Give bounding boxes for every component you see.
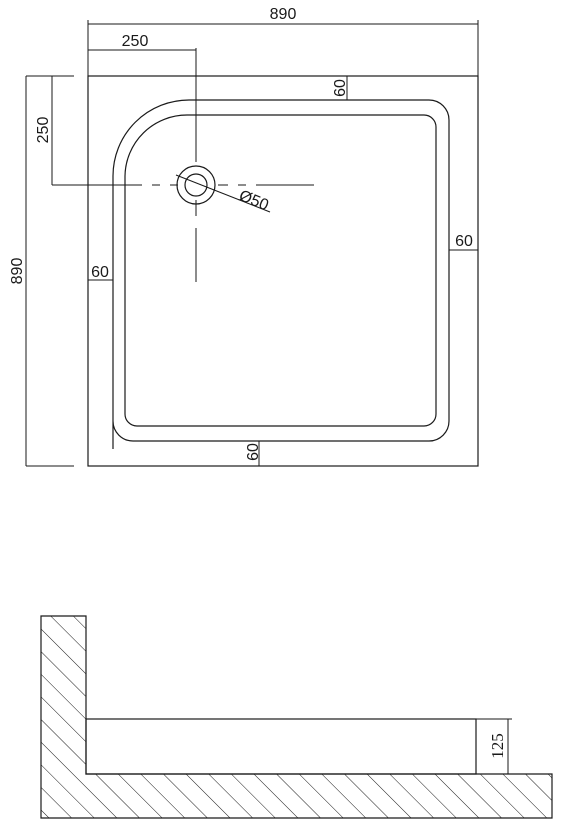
depth-dimension-label: 890 <box>9 258 26 285</box>
basin-inner-edge <box>124 114 437 427</box>
drain-centre-lines <box>52 48 314 282</box>
wall-and-floor-section <box>40 615 553 819</box>
basin-outer-edge <box>112 99 450 449</box>
rim-bottom-label: 60 <box>245 443 262 461</box>
rim-top-dimension: 60 <box>332 76 349 100</box>
rim-left-dimension: 60 <box>88 264 113 281</box>
drain-offset-y-dimension: 250 <box>35 76 53 185</box>
drain-outer-ring <box>176 165 216 205</box>
tray-section <box>85 718 477 775</box>
tray-height-dimension: 125 <box>476 718 512 774</box>
width-dimension: 890 <box>87 6 479 76</box>
rim-right-label: 60 <box>455 233 473 250</box>
drain-diameter-leader <box>175 174 271 213</box>
drain-offset-y-label: 250 <box>35 117 52 144</box>
rim-left-label: 60 <box>91 264 109 281</box>
rim-top-label: 60 <box>332 79 349 97</box>
section-view: 125 <box>40 615 553 819</box>
depth-dimension: 890 <box>9 75 74 467</box>
drain-diameter-label: Ø50 <box>236 187 271 214</box>
drain-offset-x-dimension: 250 <box>88 33 196 51</box>
width-dimension-label: 890 <box>270 6 297 23</box>
drain-offset-x-label: 250 <box>122 33 149 50</box>
rim-bottom-dimension: 60 <box>245 441 262 466</box>
rim-right-dimension: 60 <box>449 233 478 251</box>
tray-height-label: 125 <box>488 733 507 759</box>
plan-view: Ø50 890 250 890 250 60 <box>9 6 479 467</box>
drain-inner-ring <box>184 173 208 197</box>
tray-outline <box>87 75 479 467</box>
